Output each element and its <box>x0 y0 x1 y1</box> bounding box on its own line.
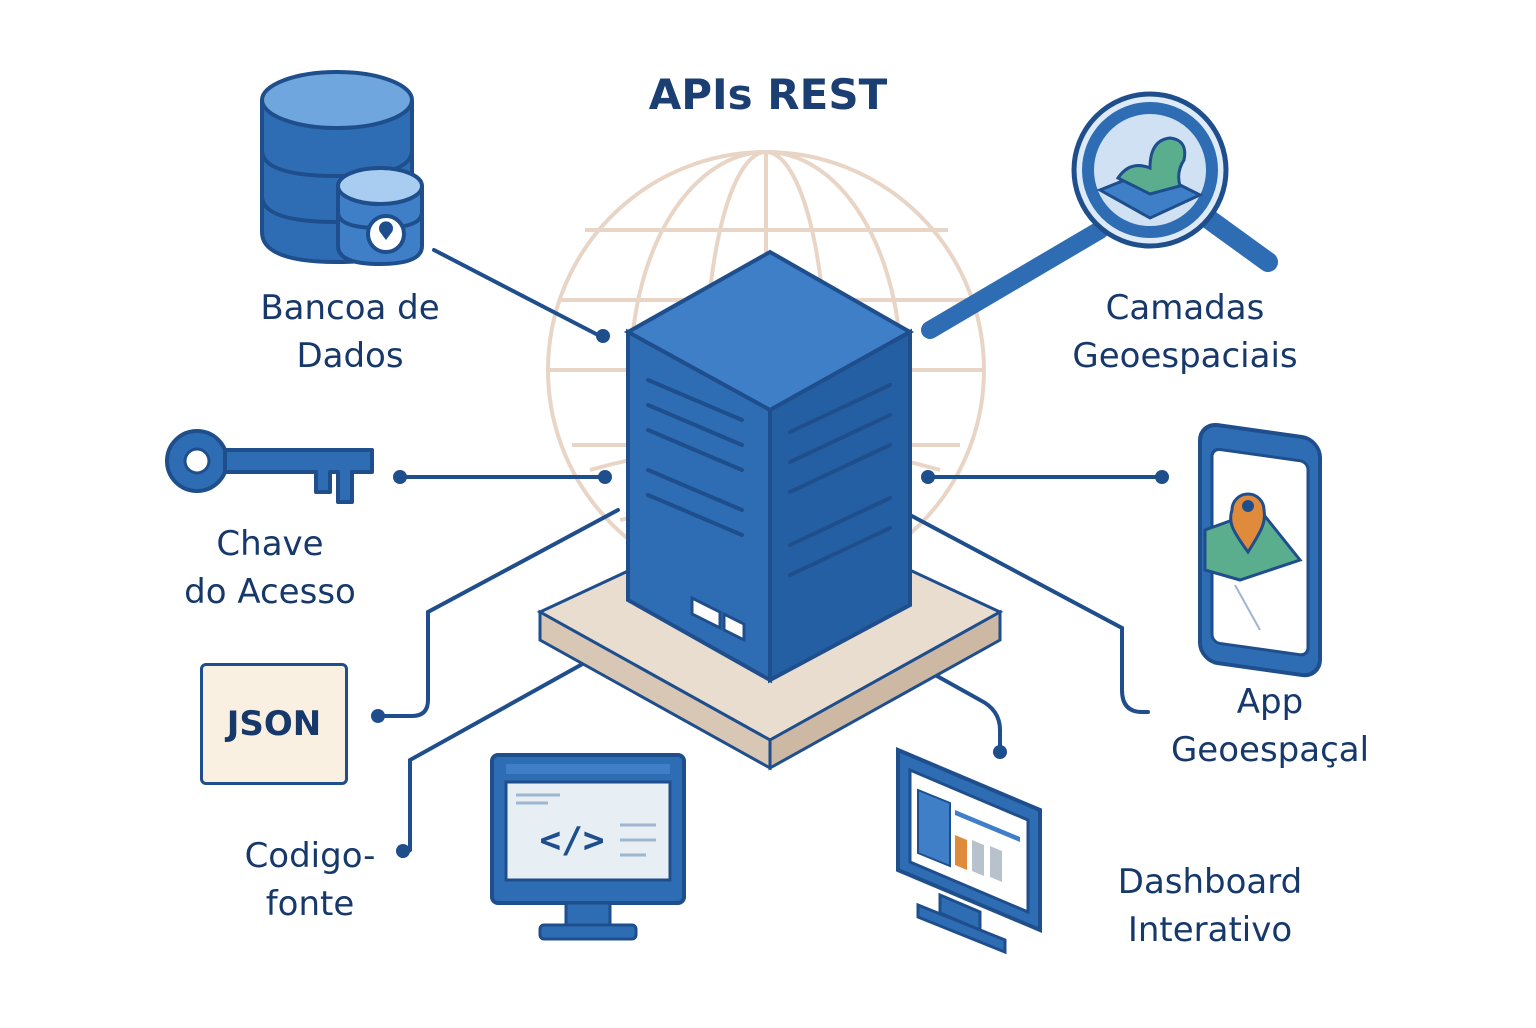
label-geo-app-line2: Geoespaçal <box>1170 730 1370 770</box>
phone-map-icon <box>1198 422 1322 678</box>
label-dashboard-line1: Dashboard <box>1117 862 1303 902</box>
magnifier-map-icon <box>921 91 1278 339</box>
label-database-line1: Bancoa de <box>260 288 440 328</box>
connector-dots <box>371 329 1169 858</box>
database-icon <box>260 70 424 267</box>
label-geo-layers: Camadas Geoespaciais <box>1020 284 1350 380</box>
label-database: Bancoa de Dados <box>200 284 500 380</box>
label-geo-app-line1: App <box>1236 682 1304 722</box>
svg-text:</>: </> <box>539 820 604 861</box>
monitor-dashboard-icon <box>896 746 1042 955</box>
label-source-code: Codigo- fonte <box>190 832 430 928</box>
label-dashboard-line2: Interativo <box>1127 910 1293 950</box>
connector-lines <box>378 233 1164 858</box>
monitor-code-icon: </> <box>490 753 686 941</box>
label-access-key-line1: Chave <box>216 524 324 564</box>
label-geo-layers-line1: Camadas <box>1105 288 1265 328</box>
label-access-key-line2: do Acesso <box>184 572 356 612</box>
server-icon <box>623 249 915 684</box>
label-dashboard: Dashboard Interativo <box>1070 858 1350 954</box>
label-access-key: Chave do Acesso <box>140 520 400 616</box>
key-icon <box>165 429 374 504</box>
json-box: JSON <box>200 663 348 785</box>
label-geo-layers-line2: Geoespaciais <box>1072 336 1298 376</box>
label-geo-app: App Geoespaçal <box>1130 678 1410 774</box>
label-database-line2: Dados <box>296 336 404 376</box>
label-source-code-line2: fonte <box>265 884 355 924</box>
diagram-title: APIs REST <box>648 70 888 119</box>
label-source-code-line1: Codigo- <box>244 836 376 876</box>
